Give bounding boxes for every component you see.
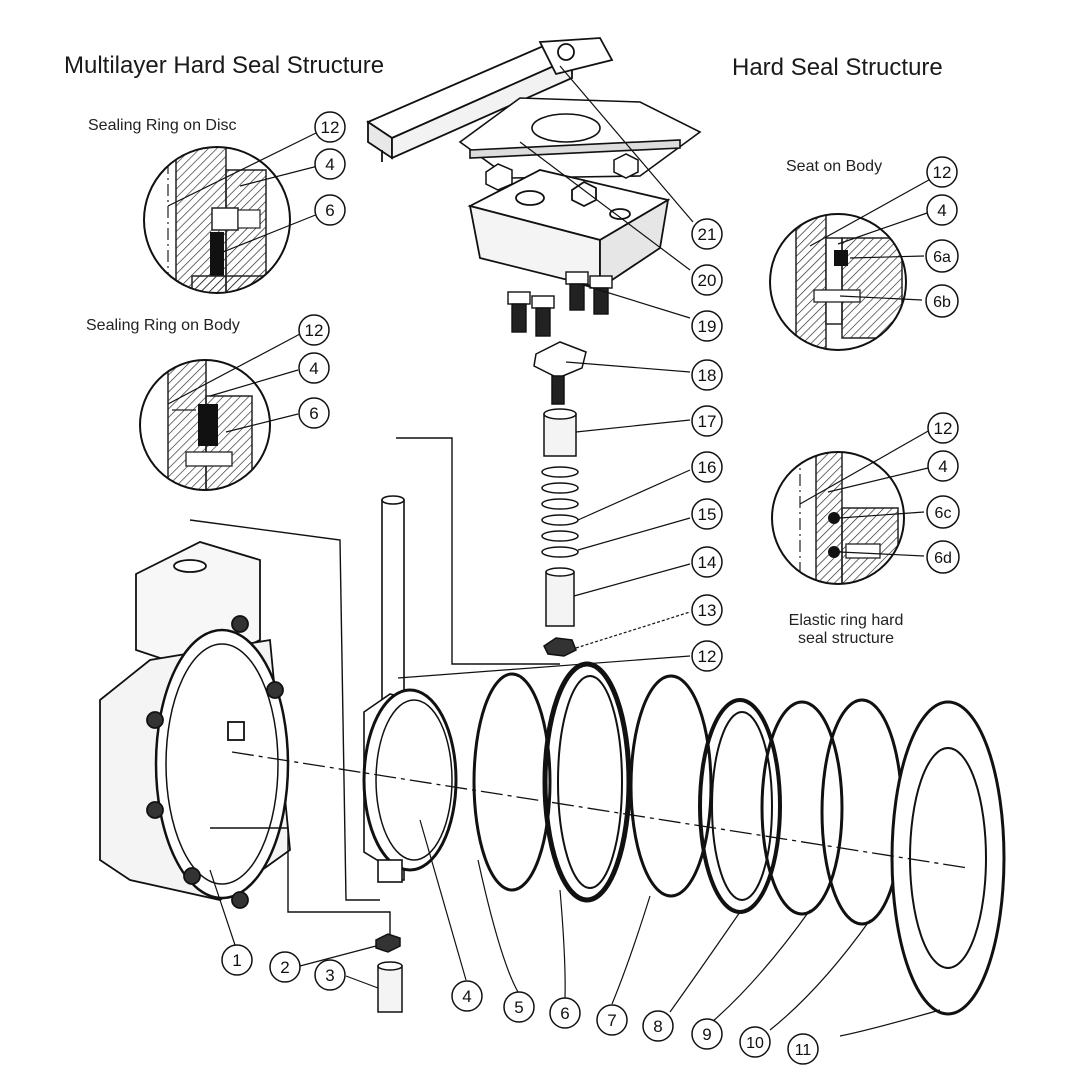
svg-text:6: 6 bbox=[560, 1004, 569, 1023]
callout-14: 14 bbox=[691, 546, 723, 578]
svg-text:4: 4 bbox=[937, 201, 946, 220]
body-connector-lines bbox=[189, 519, 391, 940]
callout-body-6: 6 bbox=[298, 397, 330, 429]
seal-rings bbox=[472, 661, 1006, 1016]
svg-text:13: 13 bbox=[698, 601, 717, 620]
svg-text:6d: 6d bbox=[934, 550, 952, 567]
callout-3: 3 bbox=[314, 959, 346, 991]
caption-elastic-ring-line2: seal structure bbox=[797, 630, 895, 647]
detail-sealing-ring-on-body bbox=[139, 359, 271, 491]
svg-text:12: 12 bbox=[933, 163, 952, 182]
stem-parts bbox=[533, 341, 587, 657]
svg-text:6: 6 bbox=[309, 404, 318, 423]
title-multilayer-hard-seal: Multilayer Hard Seal Structure bbox=[64, 52, 385, 79]
valve-body bbox=[99, 541, 291, 909]
callout-18: 18 bbox=[691, 359, 723, 391]
callout-elastic-6d: 6d bbox=[926, 540, 960, 574]
svg-text:4: 4 bbox=[309, 359, 318, 378]
callout-8: 8 bbox=[642, 1010, 674, 1042]
callout-12: 12 bbox=[691, 640, 723, 672]
callout-7: 7 bbox=[596, 1004, 628, 1036]
callout-elastic-4: 4 bbox=[927, 450, 959, 482]
svg-text:9: 9 bbox=[702, 1025, 711, 1044]
callout-19: 19 bbox=[691, 310, 723, 342]
svg-text:8: 8 bbox=[653, 1017, 662, 1036]
svg-text:3: 3 bbox=[325, 966, 334, 985]
svg-text:11: 11 bbox=[795, 1042, 812, 1059]
callout-elastic-6c: 6c bbox=[926, 495, 960, 529]
svg-text:6c: 6c bbox=[935, 505, 952, 522]
callout-11: 11 bbox=[787, 1033, 819, 1065]
caption-sealing-ring-on-body: Sealing Ring on Body bbox=[86, 317, 240, 334]
callout-13: 13 bbox=[691, 594, 723, 626]
callout-17: 17 bbox=[691, 405, 723, 437]
svg-text:7: 7 bbox=[607, 1011, 616, 1030]
callout-disc-6: 6 bbox=[314, 194, 346, 226]
callout-seat-12: 12 bbox=[926, 156, 958, 188]
detail-sealing-ring-on-disc bbox=[143, 146, 291, 294]
callout-disc-4: 4 bbox=[314, 148, 346, 180]
svg-text:4: 4 bbox=[938, 457, 947, 476]
bracket-bolts bbox=[507, 271, 613, 337]
callout-body-12: 12 bbox=[298, 314, 330, 346]
callout-1: 1 bbox=[221, 944, 253, 976]
callout-body-4: 4 bbox=[298, 352, 330, 384]
title-hard-seal: Hard Seal Structure bbox=[732, 54, 943, 81]
svg-text:12: 12 bbox=[305, 321, 324, 340]
svg-text:5: 5 bbox=[514, 998, 523, 1017]
svg-text:6: 6 bbox=[325, 201, 334, 220]
caption-elastic-ring-line1: Elastic ring hard bbox=[788, 612, 904, 629]
svg-text:4: 4 bbox=[462, 987, 471, 1006]
callout-21: 21 bbox=[691, 218, 723, 250]
bottom-parts bbox=[375, 933, 403, 1013]
svg-text:2: 2 bbox=[280, 958, 289, 977]
callout-4: 4 bbox=[451, 980, 483, 1012]
svg-text:6b: 6b bbox=[933, 294, 951, 311]
svg-text:19: 19 bbox=[698, 317, 717, 336]
detail-seat-on-body bbox=[769, 213, 907, 351]
hex-nuts bbox=[485, 153, 639, 191]
callout-15: 15 bbox=[691, 498, 723, 530]
callout-disc-12: 12 bbox=[314, 111, 346, 143]
callout-seat-6b: 6b bbox=[925, 284, 959, 318]
callout-elastic-12: 12 bbox=[927, 412, 959, 444]
svg-text:10: 10 bbox=[746, 1035, 764, 1052]
svg-text:18: 18 bbox=[698, 366, 717, 385]
callout-9: 9 bbox=[691, 1018, 723, 1050]
svg-text:12: 12 bbox=[934, 419, 953, 438]
svg-text:21: 21 bbox=[698, 225, 717, 244]
callout-seat-4: 4 bbox=[926, 194, 958, 226]
svg-text:17: 17 bbox=[698, 412, 717, 431]
caption-seat-on-body: Seat on Body bbox=[786, 158, 883, 175]
svg-text:20: 20 bbox=[698, 271, 717, 290]
caption-sealing-ring-on-disc: Sealing Ring on Disc bbox=[88, 117, 237, 134]
callout-10: 10 bbox=[739, 1026, 771, 1058]
svg-text:12: 12 bbox=[698, 647, 717, 666]
center-axis-line bbox=[231, 751, 969, 869]
leader-lines bbox=[167, 65, 941, 1037]
svg-text:1: 1 bbox=[232, 951, 241, 970]
svg-text:6a: 6a bbox=[933, 249, 951, 266]
callout-2: 2 bbox=[269, 951, 301, 983]
svg-text:16: 16 bbox=[698, 458, 717, 477]
callout-16: 16 bbox=[691, 451, 723, 483]
callout-5: 5 bbox=[503, 991, 535, 1023]
callout-20: 20 bbox=[691, 264, 723, 296]
svg-text:15: 15 bbox=[698, 505, 717, 524]
detail-elastic-ring bbox=[771, 451, 905, 585]
svg-text:14: 14 bbox=[698, 553, 717, 572]
caption-elastic-ring: Elastic ring hard seal structure bbox=[776, 612, 916, 648]
svg-text:4: 4 bbox=[325, 155, 334, 174]
callout-6: 6 bbox=[549, 997, 581, 1029]
svg-text:12: 12 bbox=[321, 118, 340, 137]
lever-handle bbox=[366, 37, 614, 162]
callout-seat-6a: 6a bbox=[925, 239, 959, 273]
